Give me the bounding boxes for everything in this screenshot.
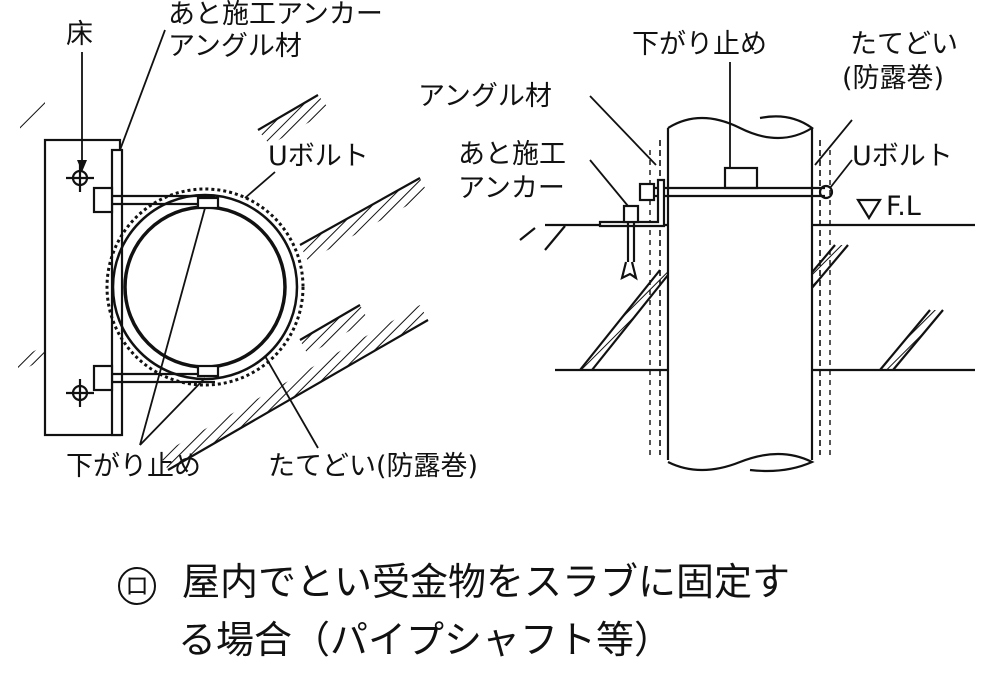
left-stopper-label: 下がり止め [66,451,201,482]
anchor-nut-top [622,204,640,224]
right-ubolt-label: Uボルト [852,141,953,172]
caption-text-2: る場合（パイプシャフト等） [178,618,673,662]
leader-r-pipe [814,119,853,166]
left-pipe-label: たてどい(防露巻) [268,451,479,482]
right-pipe-label-1: たてどい [850,29,958,60]
pipe-outer [111,193,299,381]
leader-stopper-b [139,377,206,446]
pipe-bottom-break [667,452,815,473]
slab-hatch-band-lower [18,304,429,471]
leader-r-ubolt [829,159,853,189]
caption-marker: ロ [118,566,156,605]
slab-hatch-band-upper [20,94,428,261]
fl-marker [856,198,882,221]
right-anchor-label-2: アンカー [458,173,565,204]
left-plan-view [18,29,429,471]
pipe-inner [123,205,287,369]
right-fl-label: F.L [886,191,921,222]
anchor-nut [638,182,656,202]
anchor-mark-lower [66,379,94,407]
right-angle-label: アングル材 [418,81,552,112]
angle-member [598,178,666,228]
ubolt-bend [818,184,834,200]
stopper-upper [196,196,220,210]
right-pipe-label-2: (防露巻) [842,63,945,94]
left-angle-label: アングル材 [168,31,302,62]
stopper-lower [196,364,220,378]
caption-text-1: 屋内でとい受金物をスラブに固定す [182,560,791,604]
leader-r-angle [589,95,657,166]
leader-ubolt [244,171,276,199]
right-anchor-label-1: あと施工 [458,139,566,170]
right-section-view [519,62,975,473]
left-floor-label: 床 [66,19,93,50]
anchor-mark-upper [66,164,94,192]
pipe-insulation [105,187,305,387]
leader-r-anchor [589,159,629,207]
leader-stopper-a [139,207,206,446]
caption-line-2: る場合（パイプシャフト等） [178,618,672,662]
caption-line-1: ロ屋内でとい受金物をスラブに固定す [118,560,790,605]
left-anchor-label: あと施工アンカー [168,0,383,30]
leader-pipe [264,355,319,449]
nut-lower [92,364,114,392]
left-ubolt-label: Uボルト [268,141,369,172]
stopper-block [723,166,759,190]
pipe-top-break [667,115,814,139]
nut-upper [92,186,114,214]
leader-anchor-angle [119,29,166,151]
anchor-tip [620,261,638,281]
right-stopper-label: 下がり止め [632,29,767,60]
